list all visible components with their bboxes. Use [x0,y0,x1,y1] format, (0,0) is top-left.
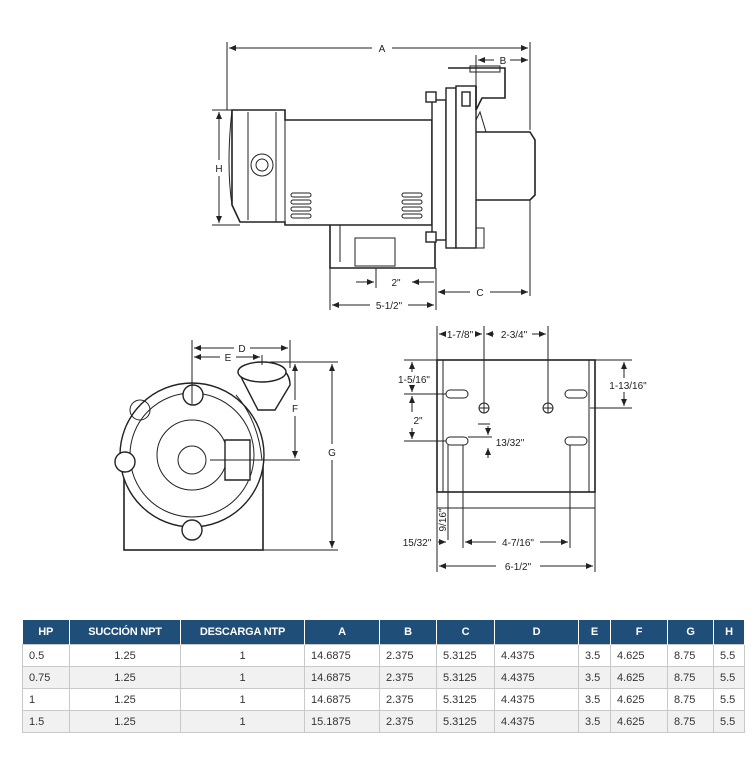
cell-b: 2.375 [379,688,437,711]
cell-a: 14.6875 [304,666,380,689]
col-header-c: C [436,620,495,645]
cell-b: 2.375 [379,644,437,667]
cell-discharge: 1 [180,688,305,711]
table-row: 0.5 1.25 1 14.6875 2.375 5.3125 4.4375 3… [22,644,745,667]
dim-label-13-32: 13/32" [496,438,525,449]
cell-hp: 0.75 [22,666,70,689]
col-header-e: E [578,620,611,645]
col-header-f: F [610,620,668,645]
col-header-g: G [667,620,714,645]
dim-label-1-13-16: 1-13/16" [609,381,647,392]
dim-label-b: B [500,56,507,67]
cell-a: 14.6875 [304,644,380,667]
dim-label-c: C [476,288,483,299]
cell-suction: 1.25 [69,710,181,733]
vent-slots-right [401,192,423,219]
dim-label-4-7-16: 4-7/16" [502,538,534,549]
cell-f: 4.625 [610,644,668,667]
dim-label-g: G [328,448,336,459]
cell-suction: 1.25 [69,688,181,711]
dim-label-2in: 2" [391,278,401,289]
table-row: 1.5 1.25 1 15.1875 2.375 5.3125 4.4375 3… [22,710,745,733]
cell-g: 8.75 [667,666,714,689]
table-row: 1 1.25 1 14.6875 2.375 5.3125 4.4375 3.5… [22,688,745,711]
dim-label-2in-base: 2" [413,416,423,427]
dim-label-9-16: 9/16" [438,508,449,531]
cell-hp: 1 [22,688,70,711]
dim-label-2-3-4: 2-3/4" [501,330,528,341]
cell-b: 2.375 [379,710,437,733]
col-header-hp: HP [22,620,70,645]
cell-h: 5.5 [713,710,745,733]
cell-hp: 0.5 [22,644,70,667]
cell-d: 4.4375 [494,666,579,689]
col-header-b: B [379,620,437,645]
cell-c: 5.3125 [436,710,495,733]
col-header-suction: SUCCIÓN NPT [69,620,181,645]
cell-suction: 1.25 [69,666,181,689]
cell-d: 4.4375 [494,688,579,711]
col-header-d: D [494,620,579,645]
dim-label-a: A [379,44,386,55]
cell-d: 4.4375 [494,710,579,733]
cell-f: 4.625 [610,666,668,689]
cell-g: 8.75 [667,644,714,667]
vent-slots-left [290,192,312,219]
pump-dimension-drawing: A B H 2" 5-1/2" C [114,42,647,573]
col-header-discharge: DESCARGA NTP [180,620,305,645]
cell-suction: 1.25 [69,644,181,667]
cell-c: 5.3125 [436,644,495,667]
cell-e: 3.5 [578,666,611,689]
cell-g: 8.75 [667,710,714,733]
cell-a: 14.6875 [304,688,380,711]
dim-label-h: H [215,164,222,175]
cell-e: 3.5 [578,644,611,667]
dim-label-15-32: 15/32" [403,538,432,549]
cell-a: 15.1875 [304,710,380,733]
cell-d: 4.4375 [494,644,579,667]
cell-h: 5.5 [713,688,745,711]
side-view: A B H 2" 5-1/2" C [212,42,536,312]
col-header-a: A [304,620,380,645]
cell-c: 5.3125 [436,666,495,689]
cell-h: 5.5 [713,666,745,689]
table-row: 0.75 1.25 1 14.6875 2.375 5.3125 4.4375 … [22,666,745,689]
front-view: D E F G [114,340,338,551]
col-header-h: H [713,620,745,645]
dim-label-d: D [238,344,245,355]
cell-discharge: 1 [180,666,305,689]
cell-discharge: 1 [180,644,305,667]
dim-label-6-1-2: 6-1/2" [505,562,532,573]
cell-f: 4.625 [610,710,668,733]
cell-h: 5.5 [713,644,745,667]
cell-c: 5.3125 [436,688,495,711]
cell-f: 4.625 [610,688,668,711]
dim-label-1-5-16: 1-5/16" [398,375,430,386]
cell-discharge: 1 [180,710,305,733]
cell-e: 3.5 [578,710,611,733]
cell-g: 8.75 [667,688,714,711]
cell-b: 2.375 [379,666,437,689]
table-header-row: HP SUCCIÓN NPT DESCARGA NTP A B C D E F … [22,620,745,645]
dim-label-5-1-2: 5-1/2" [376,301,403,312]
dim-label-f: F [292,404,298,415]
base-plate-view: 1-7/8" 2-3/4" 1-5/16" 1-13/16" 2" 13/32"… [398,326,647,573]
dim-label-1-7-8: 1-7/8" [447,330,474,341]
dim-label-e: E [225,353,232,364]
specifications-table: HP SUCCIÓN NPT DESCARGA NTP A B C D E F … [22,620,745,733]
cell-hp: 1.5 [22,710,70,733]
cell-e: 3.5 [578,688,611,711]
